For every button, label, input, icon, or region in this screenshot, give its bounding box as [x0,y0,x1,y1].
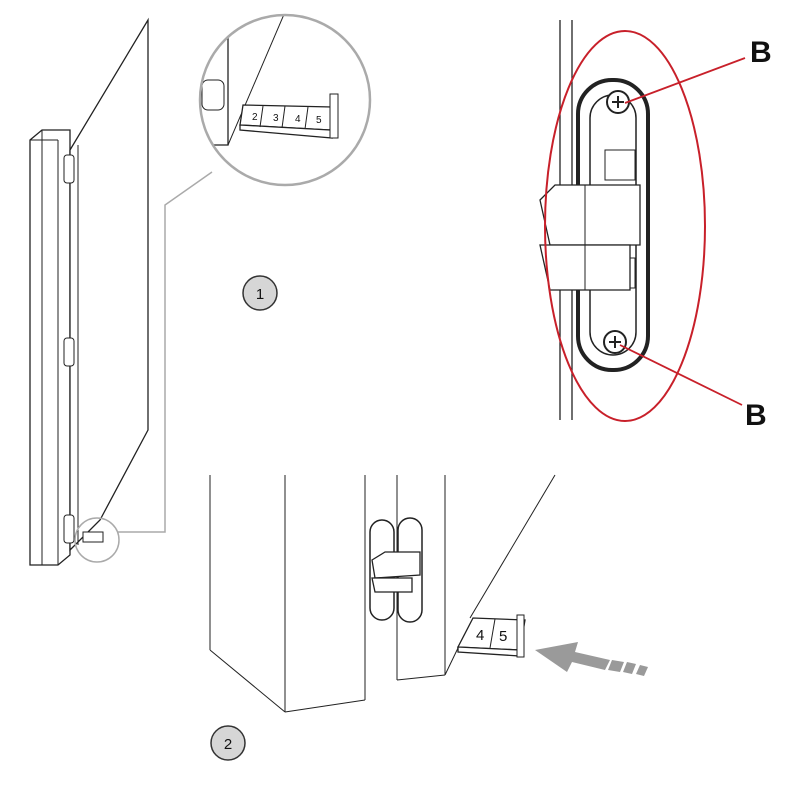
shim-label: 3 [273,113,279,124]
hinge-markers [63,154,75,544]
detail-leader-line [118,171,213,533]
step-2-badge: 2 [210,725,246,761]
callout-line-bottom [619,344,743,406]
shim-label: 4 [476,627,484,644]
shim-label: 4 [295,114,301,125]
small-shim [82,531,104,543]
step-2-number: 2 [224,736,232,753]
step-1-badge: 1 [242,275,278,311]
step-1-number: 1 [256,286,264,303]
callout-label-top: B [750,36,772,69]
callout-label-bottom: B [745,399,767,432]
detail-marker-circle [74,517,120,563]
shim-label: 2 [252,112,258,123]
shim-spacer: 4 5 [456,614,526,658]
magnifier-detail: 2 3 4 5 [198,13,372,187]
hinge-detail: B B [539,20,772,432]
shim-label: 5 [316,115,322,126]
door-corner-closeup [209,474,556,713]
insert-arrow-icon [535,642,648,676]
shim-label: 5 [499,628,507,645]
door-leaf [69,17,149,552]
callout-line-top [624,57,746,104]
door-frame [29,129,71,566]
